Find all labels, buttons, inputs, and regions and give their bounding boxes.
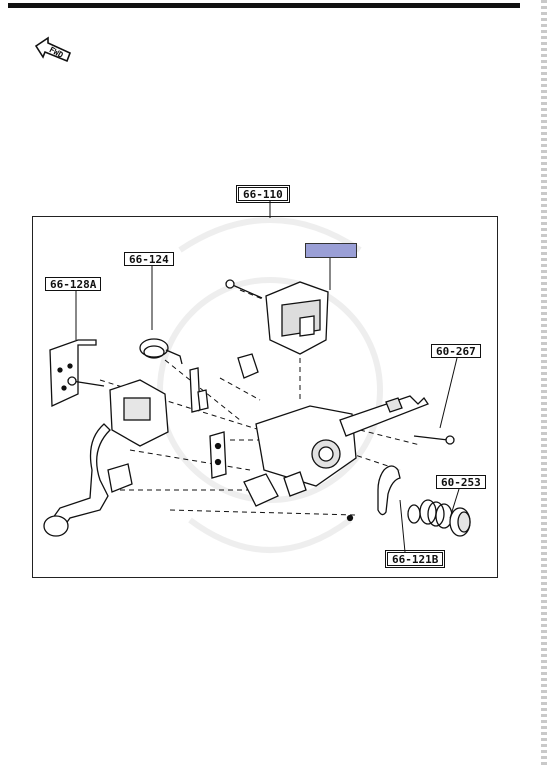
part-small-block bbox=[237, 353, 259, 379]
dashed-assembly-lines bbox=[99, 289, 421, 516]
leader-lines bbox=[75, 201, 460, 553]
callout-wire-clip: 66-124 bbox=[124, 252, 174, 266]
callout-screw: 60-267 bbox=[431, 344, 481, 358]
callout-boot: 60-253 bbox=[436, 475, 486, 489]
part-left-switch-body bbox=[67, 376, 169, 447]
part-wire-clip-66-124 bbox=[139, 338, 183, 365]
callout-spring: 66-121B bbox=[384, 550, 446, 568]
part-bracket-66-128a bbox=[49, 339, 97, 407]
part-left-stalk bbox=[43, 423, 133, 537]
callout-assembly: 66-110 bbox=[236, 185, 290, 203]
part-top-switch bbox=[225, 279, 329, 355]
part-center-housing bbox=[243, 405, 357, 507]
top-rule bbox=[8, 3, 520, 8]
part-right-stalk bbox=[339, 395, 429, 437]
highlighted-part-callout bbox=[305, 243, 357, 258]
part-clips bbox=[189, 367, 227, 479]
callout-bracket: 66-128A bbox=[45, 277, 102, 291]
part-spring-60-253 bbox=[407, 499, 471, 537]
diagram-frame bbox=[32, 216, 498, 578]
part-screw-60-267 bbox=[413, 435, 455, 445]
fwd-arrow-icon bbox=[34, 36, 72, 63]
part-lever-66-121b bbox=[346, 465, 401, 522]
side-edge-strip bbox=[541, 0, 547, 768]
